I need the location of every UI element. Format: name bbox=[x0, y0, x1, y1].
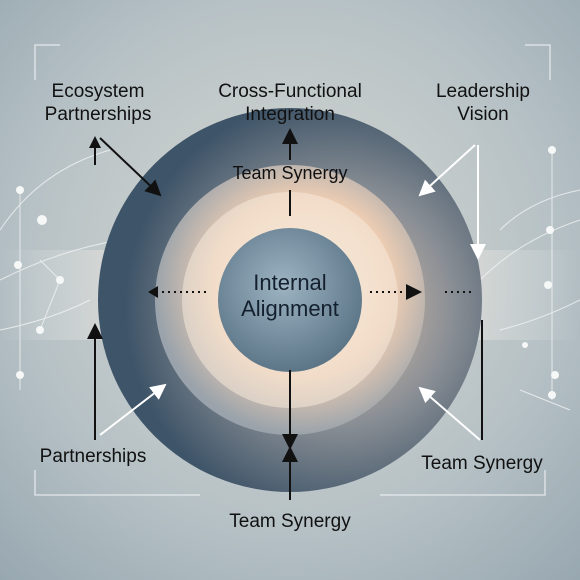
ring-label-team-synergy-top: Team Synergy bbox=[232, 163, 348, 183]
network-nodes-right bbox=[522, 146, 559, 399]
arrow-from-leadership bbox=[418, 144, 476, 197]
label-line: Ecosystem bbox=[51, 81, 145, 102]
network-right bbox=[479, 150, 580, 411]
center-label-internal-alignment: Internal Alignment bbox=[220, 270, 360, 322]
label-team-synergy-right: Team Synergy bbox=[421, 453, 543, 474]
network-left bbox=[0, 149, 121, 390]
label-partnerships: Partnerships bbox=[39, 446, 147, 467]
arrow-to-ring-bl bbox=[99, 383, 167, 436]
label-line: Integration bbox=[245, 104, 335, 125]
label-line: Partnerships bbox=[44, 104, 152, 125]
label-line: Cross-Functional bbox=[218, 81, 362, 102]
label-leadership-vision: Leadership Vision bbox=[418, 80, 548, 126]
label-cross-functional-integration: Cross-Functional Integration bbox=[190, 80, 390, 126]
center-line: Alignment bbox=[241, 296, 339, 321]
tl-stem-head bbox=[89, 136, 101, 148]
label-line: Vision bbox=[457, 104, 509, 125]
frame-brackets bbox=[34, 44, 551, 496]
core-circle bbox=[218, 228, 362, 372]
label-line: Leadership bbox=[435, 81, 531, 102]
arrow-to-ring-br bbox=[418, 386, 481, 441]
label-ecosystem-partnerships: Ecosystem Partnerships bbox=[28, 80, 168, 126]
arrow-to-outer-ring-tl bbox=[99, 137, 162, 197]
center-line: Internal bbox=[253, 270, 327, 295]
dotted-left-head bbox=[148, 286, 158, 298]
label-team-synergy-bottom: Team Synergy bbox=[229, 511, 351, 532]
